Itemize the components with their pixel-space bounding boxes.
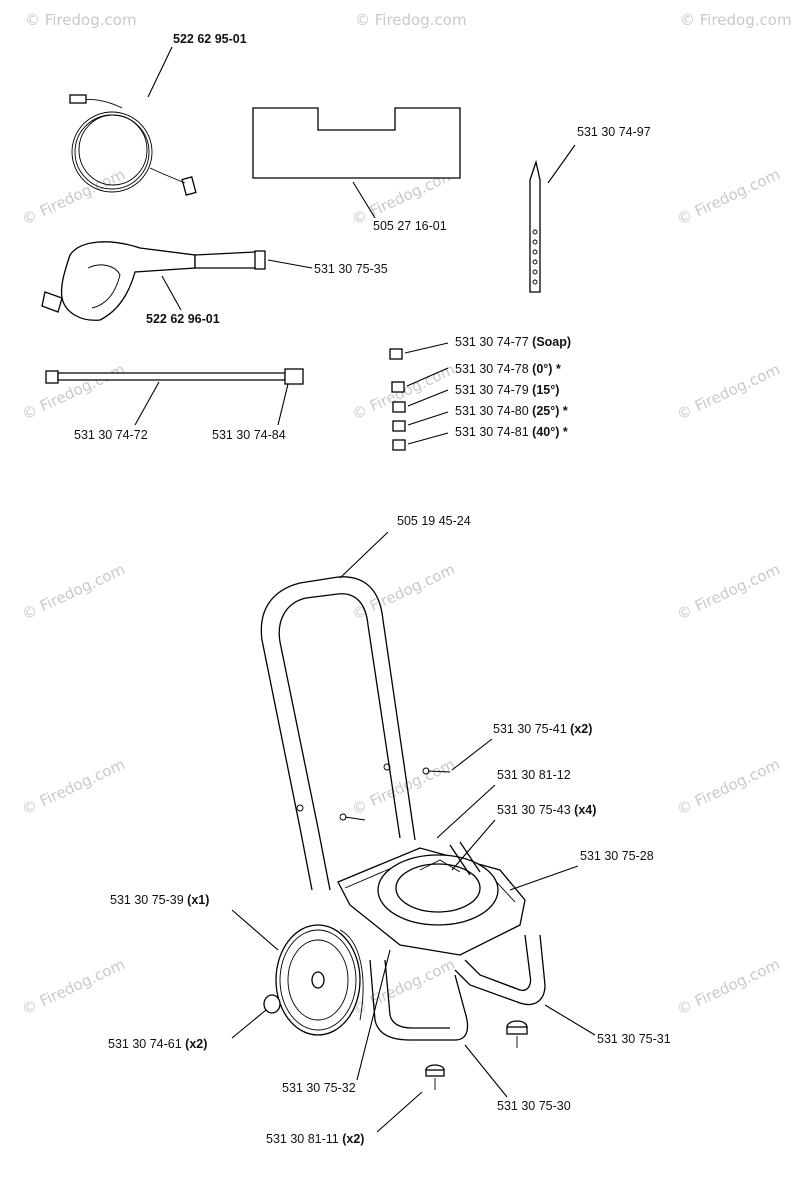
watermark: © Firedog.com xyxy=(680,11,792,29)
leader-gun xyxy=(161,275,182,311)
label-gun-handle: 531 30 75-35 xyxy=(314,262,388,276)
watermark: © Firedog.com xyxy=(19,165,128,228)
watermark: © Firedog.com xyxy=(674,560,783,623)
leader-manual xyxy=(352,181,376,219)
label-nozzle-15: 531 30 74-79 (15°) xyxy=(455,383,559,397)
watermark: © Firedog.com xyxy=(19,360,128,423)
leader-leg xyxy=(544,1004,596,1036)
leader-nozzle-15 xyxy=(407,389,449,407)
label-wheel: 531 30 75-39 (x1) xyxy=(110,893,209,907)
watermark: © Firedog.com xyxy=(19,955,128,1018)
watermark: © Firedog.com xyxy=(25,11,137,29)
label-bolt: 531 30 75-41 (x2) xyxy=(493,722,592,736)
watermark: © Firedog.com xyxy=(19,560,128,623)
leader-gun-handle xyxy=(267,259,313,269)
label-axle: 531 30 75-32 xyxy=(282,1081,356,1095)
leader-dipstick xyxy=(547,144,576,184)
label-frame: 505 19 45-24 xyxy=(397,514,471,528)
leader-wheel xyxy=(231,909,279,951)
leader-base xyxy=(509,865,579,891)
leader-hubcap xyxy=(231,1009,267,1039)
leader-wand xyxy=(134,381,160,426)
leader-bracket xyxy=(436,784,496,839)
label-wand: 531 30 74-72 xyxy=(74,428,148,442)
watermark: © Firedog.com xyxy=(674,755,783,818)
leader-bolt xyxy=(451,738,493,771)
leader-wand-end xyxy=(277,383,289,426)
leader-nozzle-40 xyxy=(407,432,449,445)
label-nozzle-0: 531 30 74-78 (0°) * xyxy=(455,362,561,376)
label-base: 531 30 75-28 xyxy=(580,849,654,863)
label-leg: 531 30 75-31 xyxy=(597,1032,671,1046)
spray-gun-drawing xyxy=(41,241,266,321)
label-nozzle-40: 531 30 74-81 (40°) * xyxy=(455,425,568,439)
label-hubcap: 531 30 74-61 (x2) xyxy=(108,1037,207,1051)
label-manual: 505 27 16-01 xyxy=(373,219,447,233)
leader-frame xyxy=(339,531,389,579)
label-foot: 531 30 81-11 (x2) xyxy=(266,1132,364,1146)
watermark: © Firedog.com xyxy=(19,755,128,818)
watermark: © Firedog.com xyxy=(674,165,783,228)
hose-drawing xyxy=(69,94,197,196)
watermark: © Firedog.com xyxy=(349,955,458,1018)
label-wand-end: 531 30 74-84 xyxy=(212,428,286,442)
leader-screw xyxy=(451,819,496,871)
watermark: © Firedog.com xyxy=(674,360,783,423)
leader-nozzle-0 xyxy=(406,367,449,387)
leader-axle xyxy=(356,949,391,1081)
nozzles-drawing xyxy=(389,348,406,451)
watermark: © Firedog.com xyxy=(674,955,783,1018)
wand-drawing xyxy=(45,368,304,385)
label-dipstick: 531 30 74-97 xyxy=(577,125,651,139)
dipstick-drawing xyxy=(529,159,541,293)
watermark: © Firedog.com xyxy=(355,11,467,29)
leader-foot xyxy=(376,1091,423,1133)
label-nozzle-25: 531 30 74-80 (25°) * xyxy=(455,404,568,418)
label-bracket: 531 30 81-12 xyxy=(497,768,571,782)
label-screw: 531 30 75-43 (x4) xyxy=(497,803,596,817)
label-gun: 522 62 96-01 xyxy=(146,312,220,326)
leader-lower-frame xyxy=(464,1044,508,1098)
leader-hose xyxy=(147,46,173,98)
leader-nozzle-soap xyxy=(404,342,449,354)
label-lower-frame: 531 30 75-30 xyxy=(497,1099,571,1113)
label-hose: 522 62 95-01 xyxy=(173,32,247,46)
cart-drawing xyxy=(260,576,546,1090)
label-nozzle-soap: 531 30 74-77 (Soap) xyxy=(455,335,571,349)
manual-drawing xyxy=(252,107,461,179)
leader-nozzle-25 xyxy=(407,411,449,426)
